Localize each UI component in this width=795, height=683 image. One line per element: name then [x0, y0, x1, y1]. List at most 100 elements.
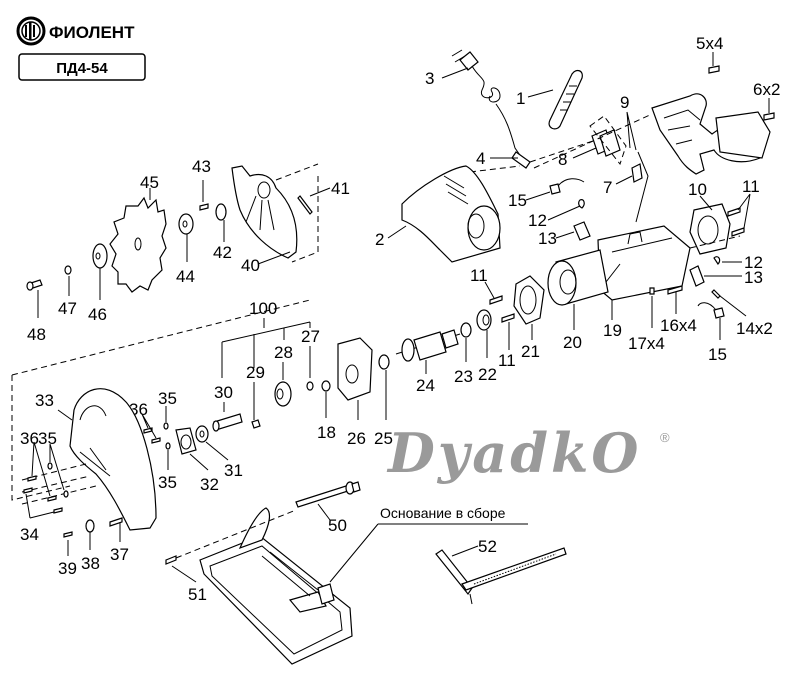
callout-36-left: 36	[20, 429, 39, 448]
part-23-bearing	[460, 322, 472, 338]
model-box: ПД4-54	[18, 53, 146, 81]
part-handle	[651, 93, 771, 175]
part-3-power-cord	[451, 49, 531, 169]
callout-40: 40	[241, 256, 260, 275]
part-10-end-cap	[689, 203, 731, 255]
part-29-key	[251, 419, 261, 429]
callout-14x2: 14x2	[736, 319, 773, 338]
callout-3: 3	[425, 69, 434, 88]
callout-50: 50	[328, 516, 347, 535]
part-50-shaft	[295, 481, 361, 508]
callout-9: 9	[620, 93, 629, 112]
callout-18: 18	[317, 423, 336, 442]
callout-38: 38	[81, 554, 100, 573]
callout-10: 10	[688, 180, 707, 199]
lower-guard-outline	[11, 299, 311, 501]
callout-8: 8	[558, 150, 567, 169]
callout-1: 1	[516, 89, 525, 108]
part-33-lower-guard	[69, 388, 157, 531]
part-24-armature	[395, 329, 461, 362]
callout-42: 42	[213, 243, 232, 262]
part-51-pin	[165, 555, 177, 565]
part-40-blade-guard	[231, 165, 298, 259]
callout-12-lower: 12	[744, 253, 763, 272]
callout-19: 19	[603, 321, 622, 340]
callout-11-upper: 11	[470, 266, 488, 285]
part-8-switch	[589, 115, 627, 166]
callout-35-lower: 35	[158, 473, 177, 492]
blade-group-outline	[291, 176, 319, 263]
callout-44: 44	[176, 267, 195, 286]
callout-29: 29	[246, 363, 265, 382]
callout-43: 43	[192, 157, 211, 176]
callout-24: 24	[416, 376, 435, 395]
callout-41: 41	[331, 179, 350, 198]
callout-13-upper: 13	[538, 229, 557, 248]
callout-22: 22	[478, 365, 497, 384]
callout-11-right: 11	[742, 177, 760, 196]
watermark-registered: ®	[660, 430, 670, 445]
callout-21: 21	[521, 342, 540, 361]
part-21-brush-holder	[513, 275, 545, 325]
part-42-washer	[215, 203, 227, 221]
callout-27: 27	[301, 327, 320, 346]
assembly-label: Основание в сборе	[380, 505, 506, 521]
callout-51: 51	[188, 585, 207, 604]
callout-23: 23	[454, 367, 473, 386]
part-1-grip-pad	[548, 69, 583, 130]
callout-13-lower: 13	[744, 268, 763, 287]
part-38-washer	[85, 519, 95, 533]
callout-15-lower: 15	[708, 345, 727, 364]
callout-45: 45	[140, 173, 159, 192]
part-45-saw-blade	[109, 196, 167, 293]
callout-48: 48	[27, 325, 46, 344]
callout-6x2: 6x2	[753, 80, 780, 99]
part-20-stator	[547, 249, 609, 306]
part-2-rear-housing	[401, 165, 501, 263]
part-32-flange	[175, 427, 197, 455]
callout-2: 2	[375, 230, 384, 249]
callout-26: 26	[347, 429, 366, 448]
callout-20: 20	[563, 333, 582, 352]
part-44-inner-flange	[178, 213, 194, 235]
callout-47: 47	[58, 299, 77, 318]
callout-37: 37	[110, 545, 129, 564]
callout-16x4: 16x4	[660, 316, 697, 335]
callout-15-upper: 15	[508, 191, 527, 210]
callout-12-upper: 12	[528, 211, 547, 230]
watermark-text: DyadkO	[386, 421, 641, 485]
callout-7: 7	[603, 178, 612, 197]
callout-28: 28	[274, 343, 293, 362]
part-base-assembly	[199, 507, 353, 665]
callout-32: 32	[200, 475, 219, 494]
callout-35-left: 35	[38, 429, 57, 448]
part-47-washer	[64, 265, 72, 275]
part-30-spindle	[212, 413, 243, 432]
callout-25: 25	[374, 429, 393, 448]
assembly-label-leader	[329, 523, 528, 583]
model-number: ПД4-54	[56, 60, 108, 77]
callout-33: 33	[35, 391, 54, 410]
callout-11-lower: 11	[498, 351, 516, 370]
callout-5x4: 5x4	[696, 34, 723, 53]
part-27-ring	[306, 381, 314, 391]
callout-100: 100	[249, 299, 277, 318]
part-52-rip-fence	[435, 547, 567, 605]
callout-4: 4	[476, 149, 485, 168]
watermark: DyadkO ®	[386, 421, 670, 485]
callout-35-upper: 35	[158, 389, 177, 408]
callout-52: 52	[478, 537, 497, 556]
part-31-bearing	[195, 425, 209, 443]
part-26-gear-housing	[337, 337, 373, 401]
callout-31: 31	[224, 461, 243, 480]
callout-34: 34	[20, 525, 39, 544]
part-46-outer-flange	[92, 243, 108, 269]
brand-name: ФИОЛЕНТ	[49, 23, 135, 42]
part-18-bushing	[321, 380, 331, 392]
part-41-spring	[297, 195, 313, 215]
part-28-gear	[274, 381, 292, 407]
callout-17x4: 17x4	[628, 334, 665, 353]
callout-46: 46	[88, 305, 107, 324]
part-25-bearing	[378, 354, 390, 370]
